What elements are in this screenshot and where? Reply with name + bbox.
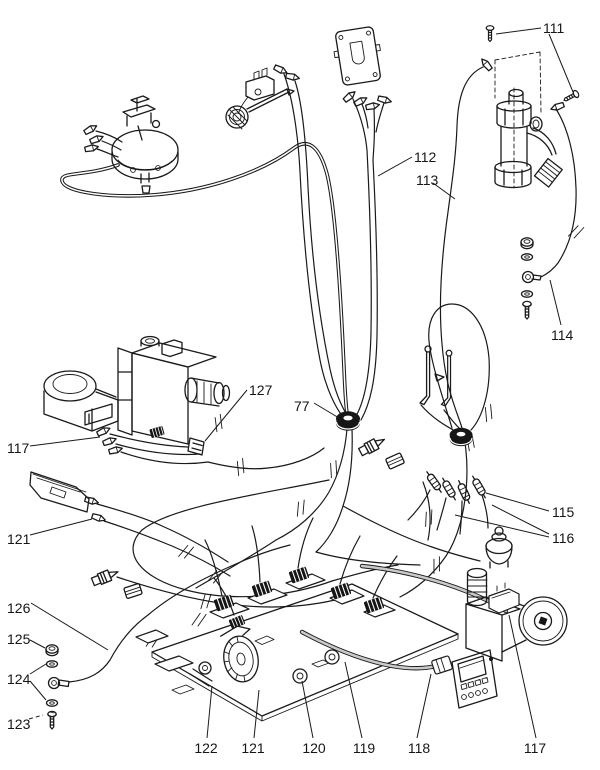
grommet-77 [335, 410, 361, 432]
callout-116: 116 [552, 530, 575, 546]
callout-124: 124 [7, 671, 31, 687]
control-board [135, 573, 459, 722]
capillary-thermostat [225, 63, 301, 130]
display-module [451, 649, 498, 709]
callout-113: 113 [416, 172, 439, 188]
callout-122: 122 [194, 740, 218, 756]
ignition-electrodes [419, 345, 453, 407]
circulating-pump [465, 526, 568, 662]
callout-125: 125 [7, 631, 31, 647]
thermal-fuse-bracket [29, 471, 107, 524]
callout-120: 120 [302, 740, 326, 756]
callout-121-bottom: 121 [241, 740, 265, 756]
inline-box-connector [385, 452, 405, 470]
gas-valve [117, 335, 231, 456]
callout-127: 127 [249, 382, 273, 398]
plate-lead-terminals [342, 88, 393, 112]
pump-terminal-box [488, 582, 520, 614]
grommet-electrode-leads [448, 427, 474, 447]
small-block-connector [123, 583, 143, 599]
callout-111: 111 [543, 20, 564, 36]
washer-and-screw-set [520, 237, 542, 320]
inline-connectors [423, 469, 489, 506]
overheat-sensor [90, 566, 121, 588]
filling-valve [478, 25, 581, 189]
callout-114: 114 [551, 327, 574, 343]
callout-118: 118 [408, 740, 431, 756]
callout-labels: 111 112 113 114 77 127 117 121 115 116 1… [7, 20, 575, 756]
callout-77: 77 [294, 398, 310, 414]
callout-123: 123 [7, 716, 31, 732]
fan-housing [43, 370, 119, 432]
flame-sensor [357, 433, 388, 458]
mounting-plate [333, 26, 381, 86]
callout-112: 112 [414, 149, 437, 165]
earth-lead-and-fixings [45, 644, 70, 730]
callout-115: 115 [552, 504, 575, 520]
cable-break-marks [145, 223, 585, 649]
ignition-transformer [213, 577, 259, 683]
board-plug-connectors [204, 517, 398, 615]
callout-117-left: 117 [7, 440, 30, 456]
callout-119: 119 [353, 740, 376, 756]
wiring-harness [60, 66, 577, 683]
callout-126: 126 [7, 600, 31, 616]
callout-117-bottom: 117 [524, 740, 547, 756]
display-cable [299, 629, 453, 675]
callout-leader-lines [28, 27, 574, 739]
callout-121-left: 121 [7, 531, 31, 547]
air-pressure-switch [82, 95, 179, 194]
